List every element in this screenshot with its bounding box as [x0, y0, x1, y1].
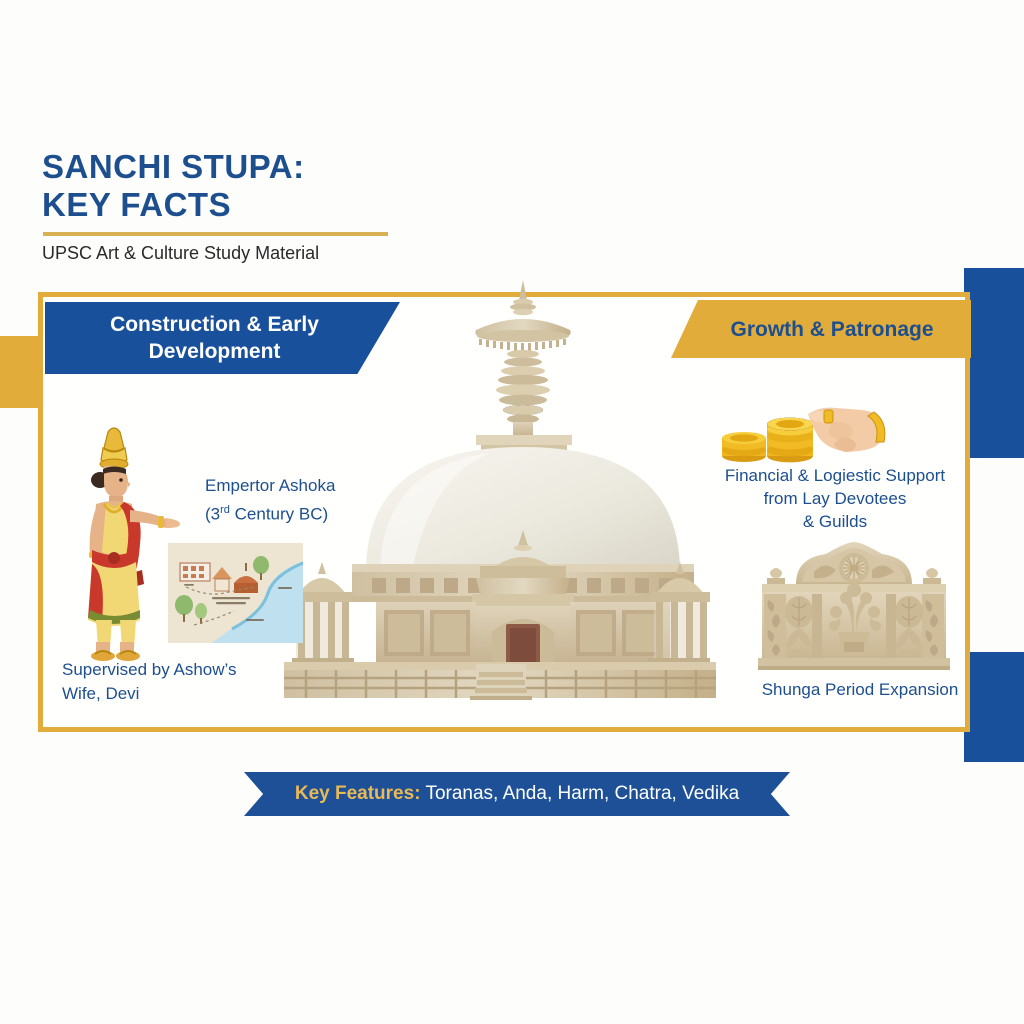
banner-growth-label: Growth & Patronage — [730, 317, 934, 341]
coins-and-hand-illustration — [722, 407, 886, 463]
page-title-line1: SANCHI STUPA: — [42, 148, 305, 185]
label-emperor-ashoka: Empertor Ashoka (3rd Century BC) — [205, 474, 405, 527]
vedika-railing — [284, 662, 716, 700]
label-ashoka-line1: Empertor Ashoka — [205, 476, 336, 495]
banner-growth: Growth & Patronage — [671, 300, 971, 358]
ashoka-century-prefix: (3 — [205, 504, 221, 524]
page-title: SANCHI STUPA: KEY FACTS — [42, 148, 602, 224]
label-financial-line2: from Lay Devotees — [763, 489, 907, 508]
emperor-ashoka-illustration — [88, 427, 180, 661]
key-features-ribbon: Key Features: Toranas, Anda, Harm, Chatr… — [244, 772, 790, 816]
shunga-railing-relief-illustration — [758, 542, 950, 670]
label-ashoka-line2: (3rd Century BC) — [205, 498, 405, 527]
label-supervised-by-devi: Supervised by Ashow’s Wife, Devi — [62, 658, 292, 706]
label-devi-line1: Supervised by Ashow’s — [62, 660, 237, 679]
anda-dome — [366, 447, 680, 572]
key-features-ribbon-shape: Key Features: Toranas, Anda, Harm, Chatr… — [244, 772, 790, 816]
carved-wall-panels — [376, 602, 670, 664]
coin-stack-tall — [767, 417, 813, 463]
label-financial-line3: & Guilds — [802, 512, 868, 531]
title-divider — [43, 232, 388, 236]
banner-construction: Construction & Early Development — [45, 302, 400, 374]
key-features-values: Toranas, Anda, Harm, Chatra, Vedika — [420, 783, 740, 804]
coin-stack-short — [722, 432, 766, 462]
banner-construction-line2: Development — [148, 340, 281, 363]
key-features-text: Key Features: Toranas, Anda, Harm, Chatr… — [295, 783, 739, 805]
giving-hand — [808, 407, 886, 452]
label-shunga-expansion: Shunga Period Expansion — [761, 680, 959, 699]
page-subtitle: UPSC Art & Culture Study Material — [42, 243, 320, 263]
central-torana-gateway — [472, 530, 574, 664]
relief-finials — [767, 568, 941, 586]
ashoka-century-ordinal: rd — [220, 504, 230, 516]
relief-pilasters — [764, 594, 944, 658]
label-financial-line1: Financial & Logiestic Support — [724, 466, 946, 485]
relief-motif-center-vase — [829, 583, 881, 656]
page-title-line2: KEY FACTS — [42, 186, 232, 223]
decor-tab-blue-right-top — [964, 268, 1024, 458]
label-devi-line2: Wife, Devi — [62, 684, 140, 703]
decor-tab-blue-right-bottom — [964, 652, 1024, 762]
chatra-finial — [475, 280, 571, 436]
label-financial-support: Financial & Logiestic Support from Lay D… — [690, 464, 980, 533]
hand-drawn-site-map — [168, 543, 303, 643]
key-features-label: Key Features: — [294, 783, 421, 804]
banner-construction-line1: Construction & Early — [110, 313, 319, 336]
ashoka-century-suffix: Century BC) — [229, 504, 329, 524]
sanchi-stupa-illustration — [284, 280, 716, 700]
